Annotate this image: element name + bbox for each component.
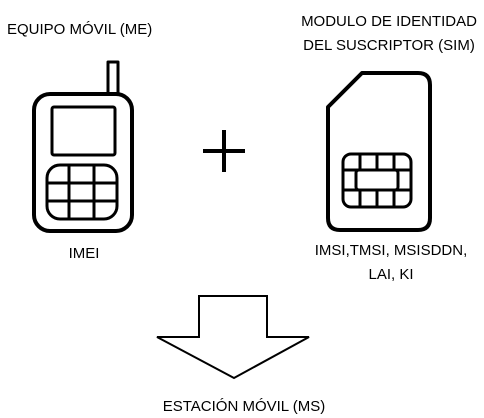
sim-chip xyxy=(341,152,413,209)
chip-center xyxy=(354,168,400,192)
phone-keypad xyxy=(45,163,119,221)
phone-body xyxy=(32,92,134,233)
sim-outline xyxy=(326,71,432,232)
phone-screen xyxy=(50,105,117,157)
down-arrow-icon xyxy=(156,295,310,380)
phone-antenna xyxy=(106,60,120,96)
sim-identifiers-line1: IMSI,TMSI, MSISDDN, xyxy=(314,242,468,259)
sim-label-line1: MODULO DE IDENTIDAD xyxy=(301,13,477,30)
sim-identifiers-line2: LAI, KI xyxy=(368,266,414,283)
mobile-equipment-label: EQUIPO MÓVIL (ME) xyxy=(7,21,153,38)
sim-label-line2: DEL SUSCRIPTOR (SIM) xyxy=(303,37,475,54)
mobile-phone-icon xyxy=(32,60,134,233)
plus-icon xyxy=(203,130,245,172)
imei-label: IMEI xyxy=(68,245,100,262)
mobile-station-label: ESTACIÓN MÓVIL (MS) xyxy=(162,398,326,415)
sim-card-icon xyxy=(326,71,432,232)
